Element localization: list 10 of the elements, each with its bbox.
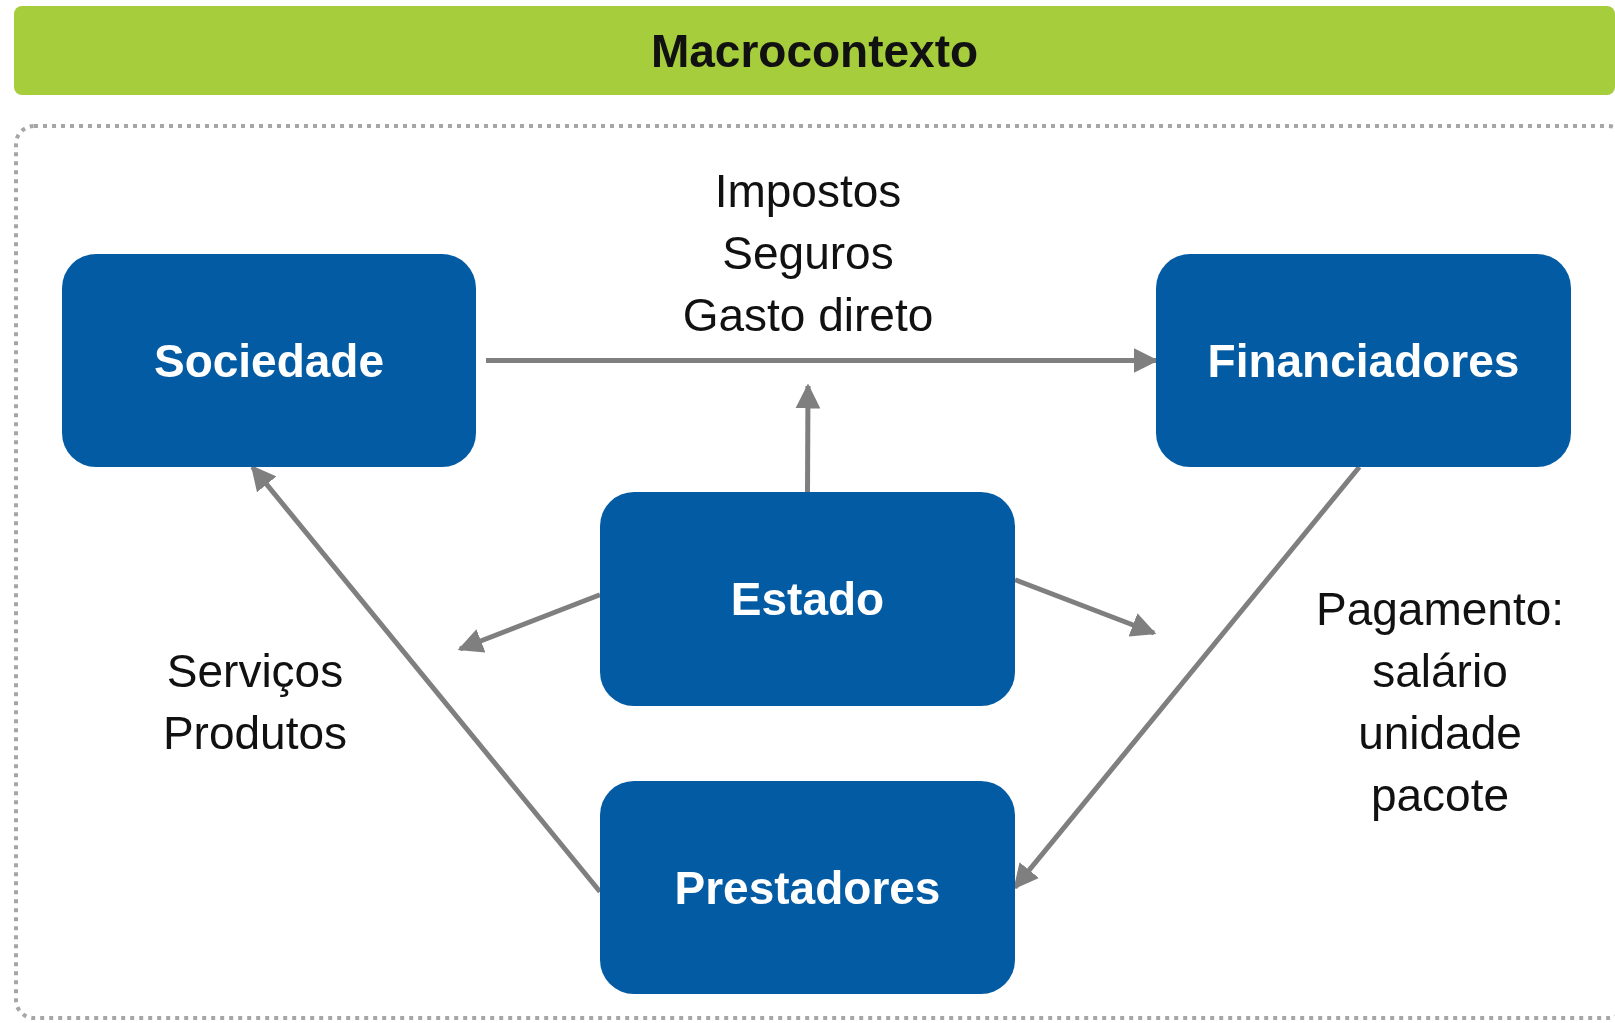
process-box: Prestadores bbox=[600, 781, 1015, 994]
process-box: Estado bbox=[600, 492, 1015, 706]
arrow bbox=[1014, 577, 1157, 637]
context-band: Macrocontexto bbox=[14, 6, 1615, 95]
arrow bbox=[795, 383, 821, 492]
process-box: Sociedade bbox=[62, 254, 476, 467]
arrow bbox=[457, 592, 601, 653]
arrow bbox=[250, 465, 602, 894]
process-box: Financiadores bbox=[1156, 254, 1571, 467]
arrow bbox=[1013, 465, 1362, 890]
